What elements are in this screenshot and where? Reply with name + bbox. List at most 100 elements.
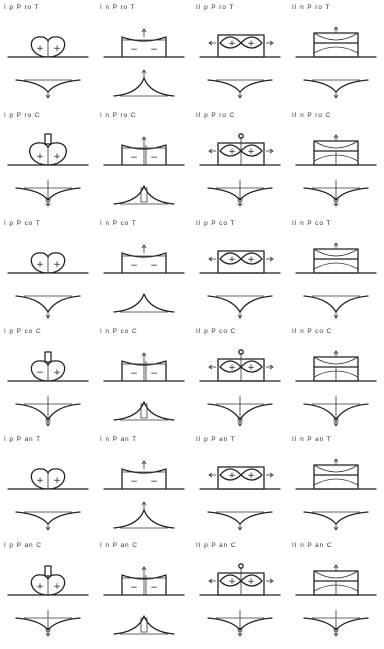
bottom-profile: [114, 294, 174, 312]
peak-profile: [114, 616, 174, 634]
cell-label: II p P co T: [196, 220, 235, 227]
bottom-profile: [208, 80, 272, 98]
cell-figure: −−: [100, 444, 196, 542]
sign-plus: +: [53, 582, 61, 592]
sign-plus: +: [53, 44, 61, 54]
cell-label: I p P co T: [4, 220, 41, 227]
sign-plus: +: [228, 147, 236, 157]
cell-label: II n P co C: [292, 328, 332, 335]
diagram-cell: II n P ro T: [292, 4, 384, 111]
bottom-profile: [208, 610, 272, 636]
upper-curve: [314, 141, 358, 148]
diagram-cell: II n P co T: [292, 220, 384, 327]
cell-label: II p P an C: [196, 542, 237, 549]
cell-label: I n P ro T: [100, 4, 136, 11]
sign-plus: +: [36, 152, 44, 162]
sign-plus: +: [53, 260, 61, 270]
diagram-cell: II p P ro C++: [196, 112, 292, 219]
cell-figure: ++: [196, 120, 292, 218]
cell-label: I n P ro C: [100, 112, 136, 119]
cell-label: II p P co C: [196, 328, 236, 335]
cell-label: I p P ro C: [4, 112, 40, 119]
upper-curve: [314, 465, 358, 472]
cusp-profile: [16, 80, 80, 92]
sign-minus: −: [150, 261, 158, 271]
cell-figure: −−: [100, 120, 196, 218]
top-figure: ++: [200, 467, 280, 489]
diagram-cell: I p P co C−+: [4, 328, 100, 435]
cell-figure: ++: [4, 550, 100, 648]
diagram-cell: II p P co T ++: [196, 220, 292, 327]
oval-bubbles: [220, 37, 262, 48]
top-figure: [296, 459, 376, 489]
bottom-profile: [114, 402, 174, 420]
diagram-cell: II n P an T: [292, 436, 384, 543]
sign-plus: +: [228, 363, 236, 373]
top-figure: −+: [8, 352, 88, 381]
diagram-cell: II p P co C++: [196, 328, 292, 435]
cell-figure: [292, 444, 384, 542]
bottom-profile: [114, 616, 174, 634]
top-figure: ++: [8, 566, 88, 595]
sign-plus: +: [53, 152, 61, 162]
sign-plus: +: [228, 577, 236, 587]
upper-curve: [314, 571, 358, 578]
sign-plus: +: [228, 255, 236, 265]
cusp-profile: [208, 296, 272, 312]
diagram-cell: I n P co C−−: [100, 328, 196, 435]
bottom-profile: [304, 180, 368, 206]
diagram-cell: I p P an T++: [4, 436, 100, 543]
bottom-profile: [304, 512, 368, 530]
cell-label: II n P ro C: [292, 112, 331, 119]
sign-minus: −: [130, 261, 138, 271]
bottom-profile: [208, 512, 272, 530]
cell-figure: ++: [196, 228, 292, 326]
sign-minus: −: [130, 477, 138, 487]
oval-bubbles: [220, 469, 262, 480]
sign-plus: +: [53, 368, 61, 378]
cell-label: I p P an C: [4, 542, 42, 549]
top-figure: ++: [8, 253, 88, 273]
sign-minus: −: [130, 583, 138, 593]
diagram-cell: I p P co T++: [4, 220, 100, 327]
top-figure: −−: [104, 353, 184, 381]
cell-label: II n P co T: [292, 220, 331, 227]
cell-figure: −−: [100, 336, 196, 434]
top-figure: −−: [104, 137, 184, 165]
top-figure: ++: [200, 564, 280, 595]
top-figure: −−: [104, 29, 184, 57]
top-figure: [296, 351, 376, 381]
cell-figure: −−: [100, 228, 196, 326]
top-figure: −−: [104, 567, 184, 595]
cusp-profile: [16, 512, 80, 524]
sign-plus: +: [36, 582, 44, 592]
cell-figure: ++: [4, 120, 100, 218]
cell-figure: ++: [4, 12, 100, 110]
top-figure: ++: [200, 251, 280, 273]
lower-curve: [314, 47, 358, 53]
top-figure: ++: [8, 37, 88, 57]
bottom-profile: [16, 296, 80, 318]
diagram-cell: I n P co T−−: [100, 220, 196, 327]
cell-figure: ++: [196, 550, 292, 648]
stem-column: [45, 134, 51, 144]
cell-figure: ++: [196, 336, 292, 434]
diagram-cell: I n P an C−−: [100, 542, 196, 649]
stem-column: [45, 566, 51, 576]
cell-figure: [292, 550, 384, 648]
peak-profile: [114, 78, 174, 96]
lower-curve: [314, 479, 358, 485]
diagram-cell: I n P ro C −−: [100, 112, 196, 219]
sign-plus: +: [36, 260, 44, 270]
top-figure: [296, 135, 376, 165]
sign-plus: +: [228, 471, 236, 481]
cell-figure: ++: [4, 444, 100, 542]
top-figure: ++: [8, 469, 88, 489]
sign-minus: −: [150, 477, 158, 487]
diagram-cell: II p P an T++: [196, 436, 292, 543]
cell-label: I p P ro T: [4, 4, 40, 11]
cusp-profile: [304, 80, 368, 92]
cell-figure: [292, 120, 384, 218]
bottom-profile: [304, 610, 368, 636]
